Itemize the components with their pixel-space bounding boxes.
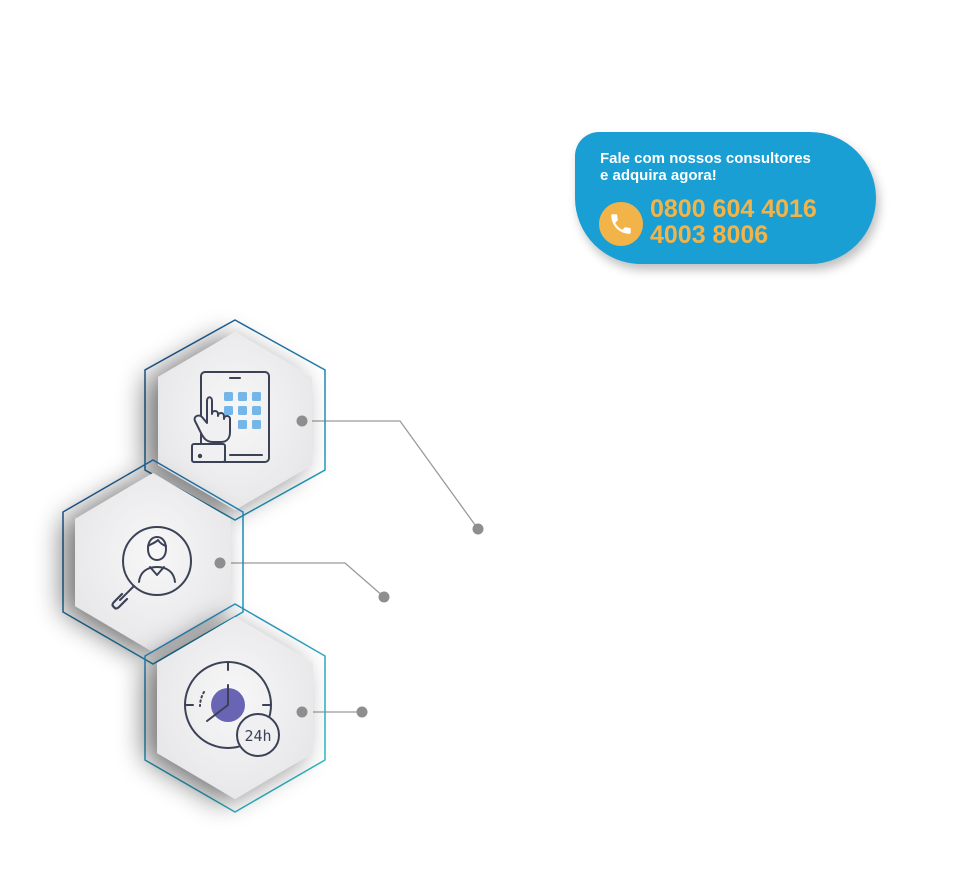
connector-line-1 [302, 420, 479, 530]
contact-banner[interactable]: Fale com nossos consultores e adquira ag… [575, 132, 876, 264]
clock-badge-label: 24h [244, 727, 271, 745]
hexagon-user-search [62, 459, 390, 665]
connector-dot [214, 557, 226, 569]
hexagon-body [75, 473, 231, 652]
phone-number-1[interactable]: 0800 604 4016 [650, 195, 817, 223]
clock-24h-icon [184, 661, 280, 757]
connector-dot [296, 706, 308, 718]
connector-end-dot [472, 523, 484, 535]
connector-line-2 [220, 562, 385, 598]
connector-end-dot [378, 591, 390, 603]
user-search-icon [111, 526, 192, 610]
phone-icon [599, 202, 643, 246]
hexagon-outline [144, 319, 326, 521]
connector-end-dot [356, 706, 368, 718]
hexagon-outline [62, 459, 244, 665]
hexagon-clock: 24h [144, 603, 368, 813]
hexagon-outline [144, 603, 326, 813]
tablet-app-grid [224, 392, 261, 429]
connector-dot [296, 415, 308, 427]
contact-text-line2: e adquira agora! [600, 167, 717, 184]
contact-text-line1: Fale com nossos consultores [600, 150, 811, 167]
contact-text: Fale com nossos consultores e adquira ag… [600, 150, 860, 184]
phone-number-2[interactable]: 4003 8006 [650, 221, 769, 249]
phone-numbers: 0800 604 4016 4003 8006 [650, 196, 817, 248]
tablet-touch-icon [191, 371, 270, 463]
hexagon-body [158, 332, 312, 510]
hexagon-tablet [144, 319, 484, 535]
